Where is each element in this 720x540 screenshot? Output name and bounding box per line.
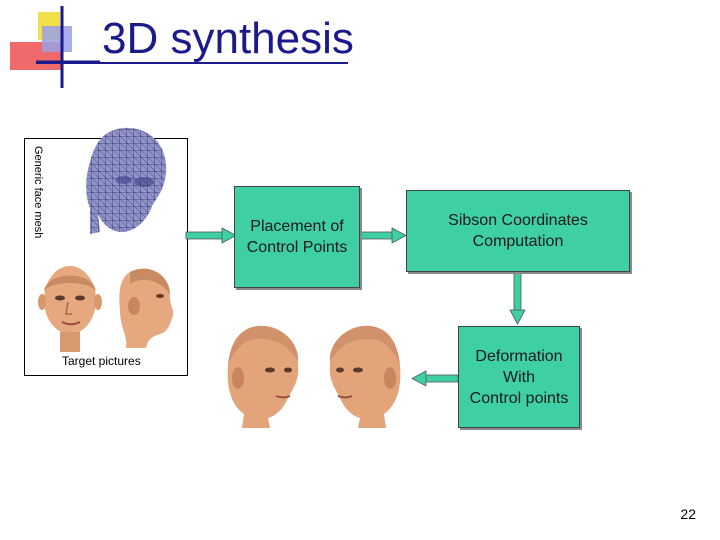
placement-label: Placement of Control Points (246, 218, 348, 256)
placement-box: Placement of Control Points (234, 186, 360, 288)
target-picture-front (34, 262, 106, 352)
generic-face-mesh-image (78, 122, 178, 242)
sibson-label: Sibson Coordinates Computation (448, 212, 588, 250)
deformation-box: Deformation With Control points (458, 326, 580, 428)
deformation-label: Deformation With Control points (469, 347, 569, 407)
target-picture-side (112, 262, 178, 352)
title-underline (36, 62, 348, 64)
generic-mesh-label: Generic face mesh (32, 146, 44, 239)
sibson-box: Sibson Coordinates Computation (406, 190, 630, 272)
arrow-input-to-placement (185, 227, 237, 244)
output-head-left-facing (318, 318, 410, 428)
page-number: 22 (680, 506, 696, 522)
arrow-deformation-to-output (411, 370, 459, 387)
output-head-right-facing (218, 318, 310, 428)
corner-decoration (0, 0, 110, 95)
arrow-placement-to-sibson (359, 227, 407, 244)
slide-title: 3D synthesis (102, 14, 354, 63)
target-pictures-label: Target pictures (62, 354, 141, 368)
arrow-sibson-to-deformation (509, 271, 526, 325)
